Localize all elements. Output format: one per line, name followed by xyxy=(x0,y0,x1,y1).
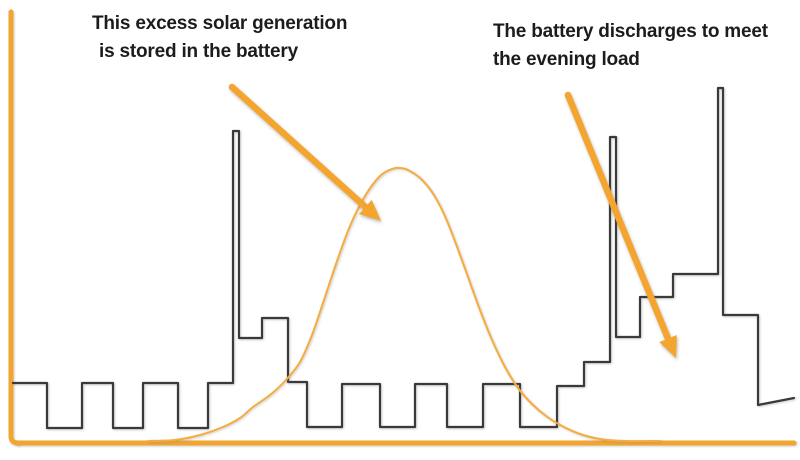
solar-storage-arrow-shaft xyxy=(228,83,375,216)
battery-discharge-arrow-shaft xyxy=(564,91,675,349)
annotation-battery-discharge-line2: the evening load xyxy=(493,49,640,70)
annotation-solar-storage-line1: This excess solar generation xyxy=(92,13,348,34)
annotation-battery-discharge: The battery discharges to meet the eveni… xyxy=(493,18,768,74)
annotation-solar-storage: This excess solar generation is stored i… xyxy=(92,10,347,66)
solar-curve xyxy=(147,166,661,443)
annotation-solar-storage-line2: is stored in the battery xyxy=(99,41,298,62)
solar-storage-arrow-head xyxy=(359,199,381,221)
battery-discharge-arrow-head xyxy=(659,334,677,358)
y-axis xyxy=(8,9,21,446)
load-curve xyxy=(11,86,796,430)
annotation-battery-discharge-line1: The battery discharges to meet xyxy=(493,21,768,42)
